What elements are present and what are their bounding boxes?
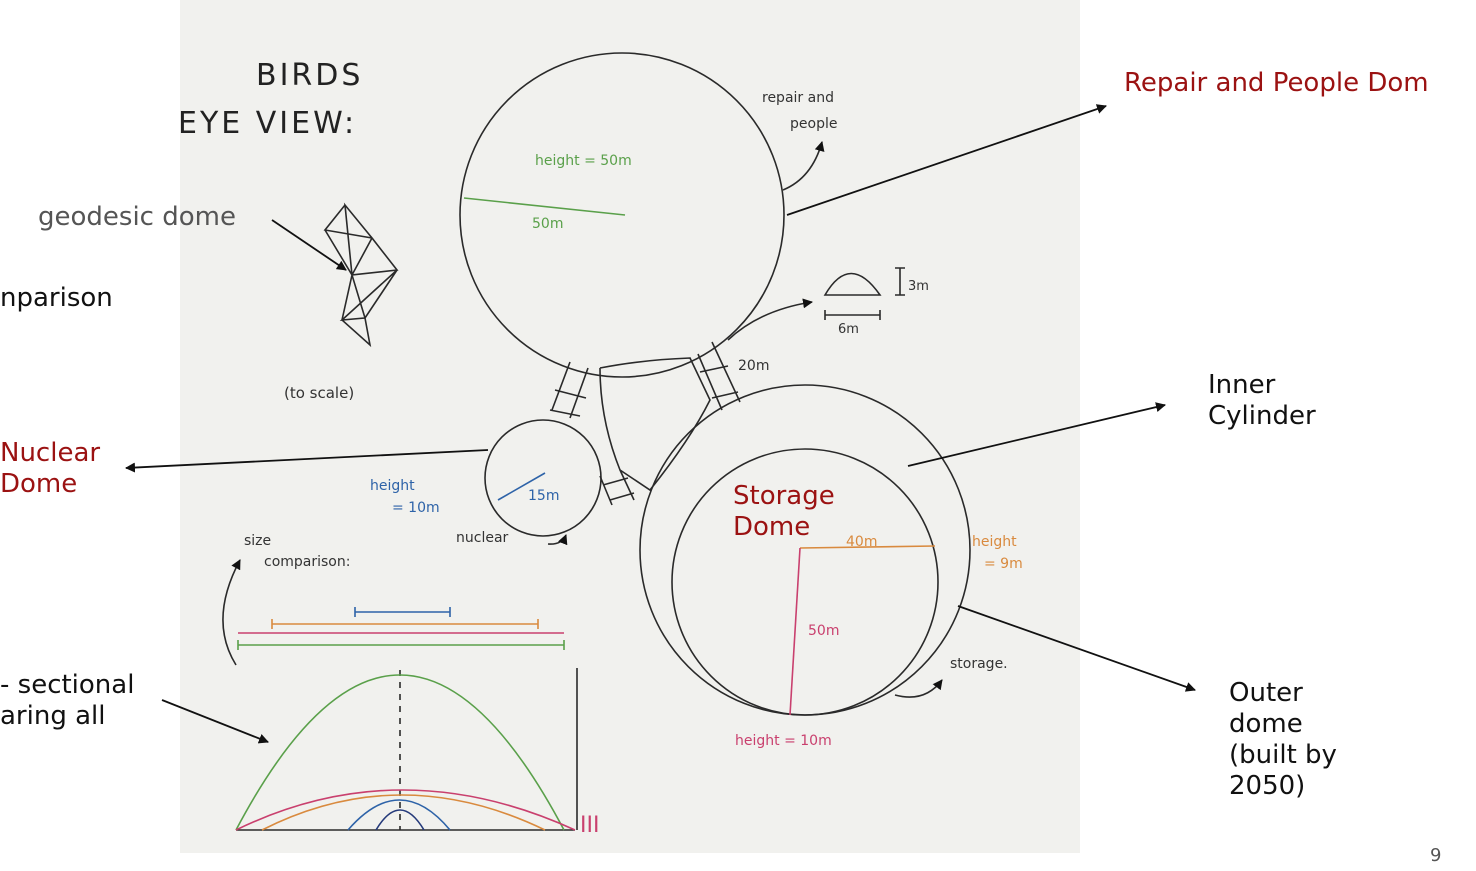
nuclear-note-arrow xyxy=(547,534,568,546)
nuclear-note: nuclear xyxy=(456,530,509,546)
storage-radius-outer-line xyxy=(789,547,801,716)
corridor-repair-nuclear xyxy=(549,361,589,419)
profile-orange xyxy=(261,794,546,831)
doorway-width-label: 6m xyxy=(838,322,859,337)
nuclear-height-line-2: = 10m xyxy=(392,500,440,516)
size-note-arrow xyxy=(222,559,241,666)
storage-height-line-2: = 9m xyxy=(984,556,1023,572)
doorway-note-arrow xyxy=(727,298,813,341)
doorway-sketch xyxy=(823,272,882,296)
corridor-nuclear-storage xyxy=(599,469,635,506)
corridor-length-label: 20m xyxy=(738,358,769,374)
repair-note-line-1: repair and xyxy=(762,90,834,106)
storage-radius-inner-label: 40m xyxy=(846,534,877,550)
callout-cross-section: - sectional aring all xyxy=(0,670,135,731)
to-scale-note: (to scale) xyxy=(284,384,354,402)
nuclear-radius-label: 15m xyxy=(528,488,559,504)
repair-note-line-2: people xyxy=(790,116,837,132)
repair-radius-label: 50m xyxy=(532,216,563,232)
callout-outer-dome: Outer dome (built by 2050) xyxy=(1229,678,1337,801)
repair-radius-line xyxy=(463,197,626,216)
bar-marks-label: III xyxy=(580,813,599,838)
storage-radius-inner-line xyxy=(799,545,936,549)
storage-height-line-1: height xyxy=(972,534,1017,550)
title-line-2: EYE VIEW: xyxy=(178,106,357,141)
bar-blue xyxy=(354,607,451,617)
doorway-height-label: 3m xyxy=(908,279,929,294)
dimension-lines xyxy=(235,197,936,831)
sketch-photo xyxy=(180,0,1080,853)
profile-blue xyxy=(347,799,451,831)
callout-repair-people-dome: Repair and People Dom xyxy=(1124,68,1429,98)
title-line-1: BIRDS xyxy=(256,58,363,93)
callout-inner-cylinder: Inner Cylinder xyxy=(1208,370,1316,431)
corridor-central-hub xyxy=(599,357,711,492)
handwritten-text: BIRDS EYE VIEW: (to scale) repair and pe… xyxy=(178,58,1023,838)
size-label-line-2: comparison: xyxy=(264,554,350,570)
callout-arrows xyxy=(125,104,1196,744)
storage-note: storage. xyxy=(950,656,1008,672)
arrow-inner-cylinder xyxy=(907,402,1166,467)
bar-green xyxy=(237,640,565,650)
page-number: 9 xyxy=(1430,845,1442,866)
doorway-width-line xyxy=(824,310,881,320)
storage-note-arrow xyxy=(894,679,943,698)
arrow-cross-section xyxy=(161,699,269,744)
profile-green xyxy=(235,674,565,831)
profile-pink xyxy=(235,789,576,831)
repair-height-label: height = 50m xyxy=(535,153,632,169)
storage-inner-circle xyxy=(671,448,939,716)
arrow-nuclear xyxy=(125,449,489,473)
outer-height-label: height = 10m xyxy=(735,733,832,749)
nuclear-height-line-1: height xyxy=(370,478,415,494)
arrow-repair-dome xyxy=(786,104,1107,216)
slide-canvas: BIRDS EYE VIEW: (to scale) repair and pe… xyxy=(125,0,1196,853)
repair-dome-circle xyxy=(459,52,785,378)
nuclear-radius-line xyxy=(497,472,546,501)
arrow-geodesic xyxy=(271,219,347,271)
callout-comparison: nparison xyxy=(0,283,113,313)
repair-note-arrow xyxy=(782,141,825,191)
size-label-line-1: size xyxy=(244,533,271,549)
geodesic-sketch xyxy=(323,202,399,348)
profile-navy xyxy=(375,809,425,831)
callout-nuclear-dome: Nuclear Dome xyxy=(0,438,101,499)
arrow-outer-dome xyxy=(957,605,1196,692)
storage-radius-outer-label: 50m xyxy=(808,623,839,639)
callout-storage-dome: Storage Dome xyxy=(733,481,835,542)
corridor-repair-storage xyxy=(697,341,741,411)
hand-drawn-plan xyxy=(222,52,971,831)
doorway-height-line xyxy=(895,267,905,296)
bar-orange xyxy=(271,619,539,629)
callout-geodesic-dome: geodesic dome xyxy=(38,202,236,232)
